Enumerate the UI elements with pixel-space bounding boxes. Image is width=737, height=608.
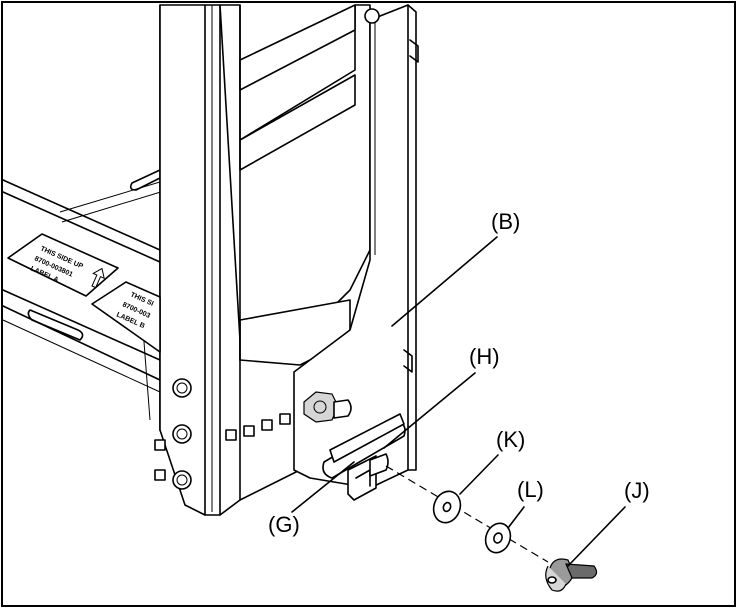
callout-h: (H) [469,344,500,369]
callout-b: (B) [491,209,520,234]
axis-line [385,465,549,563]
leader-lines [291,236,626,567]
callout-k: (K) [496,427,525,452]
callout-g: (G) [268,512,300,537]
label-b: THIS SI 8700-003 LABEL B [91,281,161,353]
left-upright [154,4,221,516]
callout-l: (L) [517,477,544,502]
up-arrow-icon [91,267,105,289]
callout-j: (J) [624,478,650,503]
washer-k [432,490,462,524]
right-frame [219,4,371,516]
clip-g [322,413,406,501]
washer-l [484,522,512,554]
bracket-b [293,4,419,489]
